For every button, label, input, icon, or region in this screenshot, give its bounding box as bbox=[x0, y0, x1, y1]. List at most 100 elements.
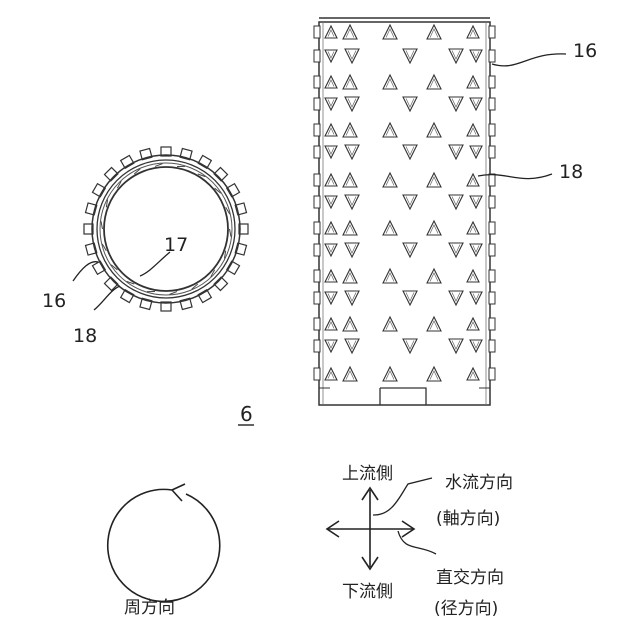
triangle-protrusion bbox=[467, 222, 479, 234]
leader-line-orthogonal bbox=[398, 531, 436, 554]
triangle-protrusion bbox=[325, 26, 337, 38]
side-tab bbox=[314, 292, 320, 304]
side-tab bbox=[314, 368, 320, 380]
side-tab bbox=[489, 50, 495, 62]
triangle-protrusion bbox=[403, 243, 417, 257]
side-tab bbox=[314, 124, 320, 136]
side-tab bbox=[314, 318, 320, 330]
triangle-protrusion bbox=[325, 318, 337, 330]
triangle-protrusion bbox=[383, 173, 397, 187]
triangle-protrusion bbox=[403, 195, 417, 209]
triangle-protrusion bbox=[470, 146, 482, 158]
side-tab bbox=[314, 340, 320, 352]
triangle-protrusion bbox=[449, 339, 463, 353]
side-tab bbox=[489, 244, 495, 256]
ring-dash bbox=[101, 221, 103, 229]
triangle-protrusion bbox=[325, 270, 337, 282]
ring-bore-circle bbox=[104, 167, 228, 291]
triangle-protrusion bbox=[427, 173, 441, 187]
triangle-protrusion bbox=[467, 318, 479, 330]
cylinder-side-view: 16 18 bbox=[314, 18, 597, 405]
triangle-protrusion bbox=[343, 269, 357, 283]
triangle-protrusion bbox=[449, 97, 463, 111]
triangle-protrusion bbox=[470, 244, 482, 256]
triangle-protrusion bbox=[403, 49, 417, 63]
triangle-protrusion bbox=[325, 124, 337, 136]
side-tab bbox=[489, 270, 495, 282]
leader-line-18-ring bbox=[94, 286, 120, 310]
upstream-label: 上流側 bbox=[342, 464, 393, 484]
triangle-protrusion bbox=[345, 243, 359, 257]
triangle-protrusion bbox=[427, 367, 441, 381]
figure-number-text: 6 bbox=[240, 402, 253, 426]
circular-arrow-icon bbox=[108, 489, 220, 601]
water-flow-direction-label: 水流方向 bbox=[445, 473, 513, 493]
ring-inner-circle bbox=[97, 160, 235, 298]
triangle-protrusion bbox=[449, 243, 463, 257]
triangle-protrusion bbox=[345, 97, 359, 111]
triangle-protrusion bbox=[403, 291, 417, 305]
triangle-protrusion bbox=[325, 196, 337, 208]
triangle-protrusion bbox=[470, 340, 482, 352]
ring-outer-teeth bbox=[84, 147, 248, 311]
side-tab bbox=[489, 76, 495, 88]
side-tab bbox=[314, 244, 320, 256]
label-18-side: 18 bbox=[559, 161, 583, 183]
triangle-protrusion bbox=[325, 244, 337, 256]
triangle-protrusion bbox=[467, 270, 479, 282]
side-tab bbox=[314, 222, 320, 234]
downstream-label: 下流側 bbox=[342, 582, 393, 602]
triangle-protrusion bbox=[383, 367, 397, 381]
triangle-protrusion bbox=[467, 76, 479, 88]
side-tab bbox=[314, 76, 320, 88]
triangle-protrusion bbox=[449, 49, 463, 63]
cylinder-protrusions bbox=[314, 25, 495, 381]
triangle-protrusion bbox=[345, 339, 359, 353]
triangle-protrusion bbox=[427, 123, 441, 137]
label-17: 17 bbox=[164, 234, 188, 256]
cylinder-bottom-notch bbox=[380, 388, 426, 405]
triangle-protrusion bbox=[345, 145, 359, 159]
triangle-protrusion bbox=[427, 317, 441, 331]
triangle-protrusion bbox=[449, 291, 463, 305]
triangle-protrusion bbox=[449, 195, 463, 209]
side-tab bbox=[489, 292, 495, 304]
radial-direction-label: (径方向) bbox=[434, 599, 498, 619]
triangle-protrusion bbox=[467, 124, 479, 136]
side-tab bbox=[489, 98, 495, 110]
side-tab bbox=[314, 174, 320, 186]
triangle-protrusion bbox=[427, 75, 441, 89]
triangle-protrusion bbox=[325, 340, 337, 352]
circumferential-direction: 周方向 bbox=[108, 484, 220, 618]
circumferential-label: 周方向 bbox=[124, 598, 175, 618]
triangle-protrusion bbox=[467, 368, 479, 380]
figure-number: 6 bbox=[238, 402, 254, 426]
side-tab bbox=[314, 146, 320, 158]
triangle-protrusion bbox=[343, 367, 357, 381]
side-tab bbox=[489, 318, 495, 330]
circular-arrow-head-icon bbox=[172, 484, 185, 501]
side-tab bbox=[489, 146, 495, 158]
side-tab bbox=[314, 26, 320, 38]
side-tab bbox=[489, 124, 495, 136]
side-tab bbox=[489, 196, 495, 208]
triangle-protrusion bbox=[427, 269, 441, 283]
triangle-protrusion bbox=[343, 25, 357, 39]
triangle-protrusion bbox=[449, 145, 463, 159]
axial-direction-label: (軸方向) bbox=[436, 509, 500, 529]
triangle-protrusion bbox=[325, 174, 337, 186]
triangle-protrusion bbox=[403, 145, 417, 159]
triangle-protrusion bbox=[467, 26, 479, 38]
triangle-protrusion bbox=[470, 292, 482, 304]
triangle-protrusion bbox=[427, 221, 441, 235]
label-16-side: 16 bbox=[573, 40, 597, 62]
triangle-protrusion bbox=[383, 269, 397, 283]
side-tab bbox=[489, 174, 495, 186]
triangle-protrusion bbox=[345, 291, 359, 305]
side-tab bbox=[314, 50, 320, 62]
triangle-protrusion bbox=[383, 221, 397, 235]
direction-cross: 上流側 水流方向 (軸方向) 下流側 直交方向 (径方向) bbox=[327, 464, 513, 619]
triangle-protrusion bbox=[325, 98, 337, 110]
ring-dashes bbox=[101, 164, 231, 295]
